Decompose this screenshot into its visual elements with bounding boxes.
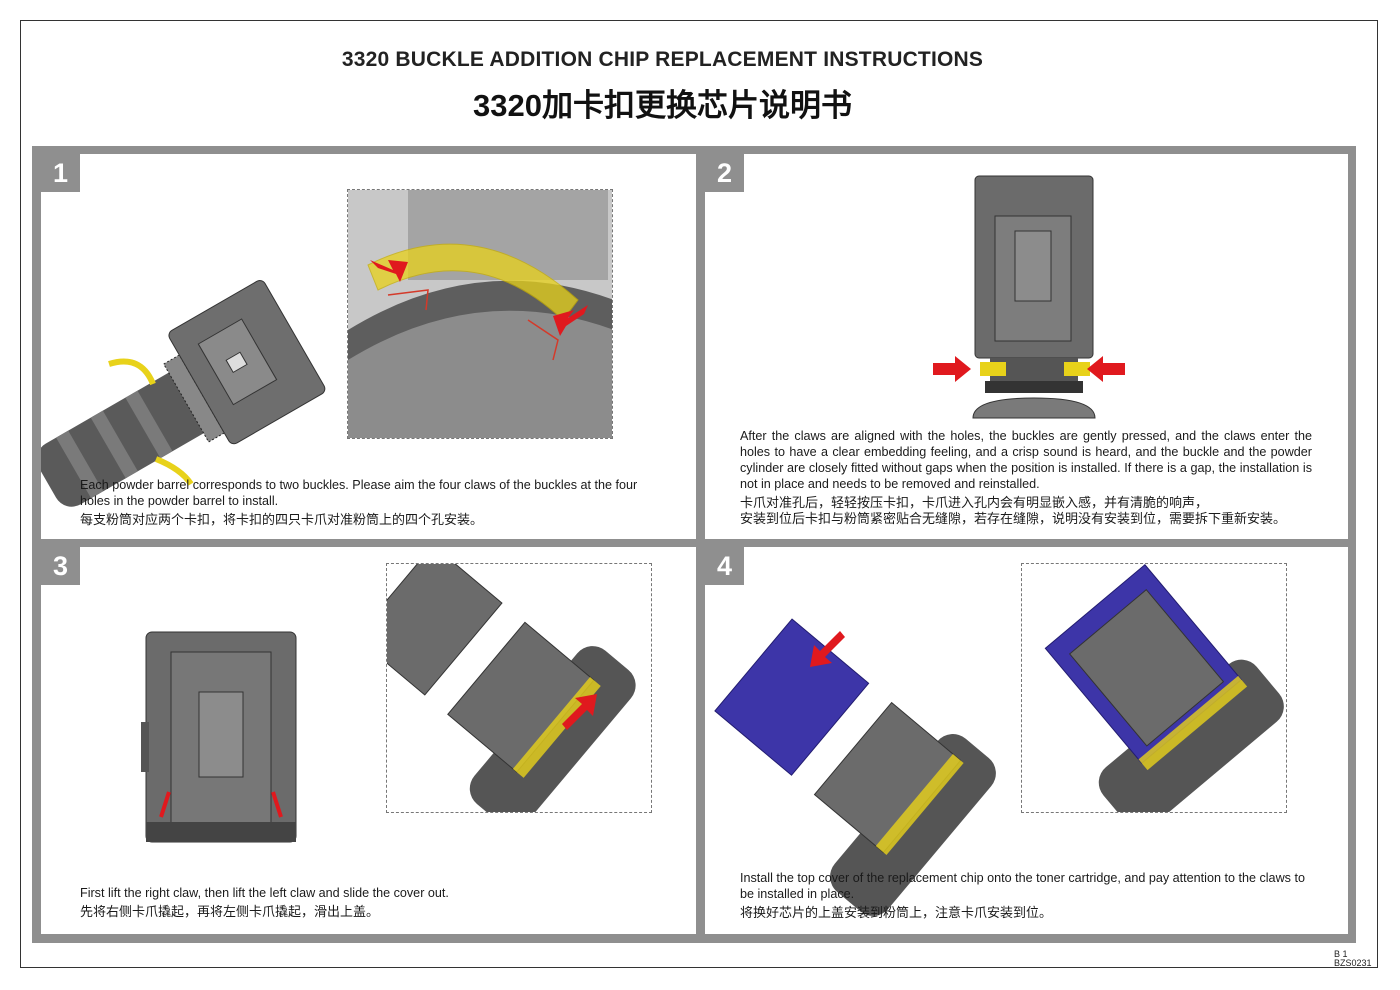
step-1-number: 1 <box>41 154 80 192</box>
step-4-number: 4 <box>705 547 744 585</box>
red-arrow-icon <box>810 631 845 667</box>
step-2-text-en: After the claws are aligned with the hol… <box>740 429 1312 491</box>
step-2-text-cn-1: 卡爪对准孔后，轻轻按压卡扣，卡爪进入孔内会有明显嵌入感，并有清脆的响声， <box>740 495 1209 510</box>
step-3-number: 3 <box>41 547 80 585</box>
step-1-cartridge-illustration <box>41 280 326 507</box>
red-arrow-icon <box>562 694 597 730</box>
step-2-text-cn-2: 安装到位后卡扣与粉筒紧密贴合无缝隙，若存在缝隙，说明没有安装到位，需要拆下重新安… <box>740 511 1287 526</box>
step-3-panel: 3 First lift the right claw, then lift t… <box>41 547 696 934</box>
page-frame <box>20 20 1378 968</box>
step-2-number: 2 <box>705 154 744 192</box>
step-3-text: First lift the right claw, then lift the… <box>80 885 655 920</box>
red-arrow-icon <box>933 356 1125 382</box>
step-1-panel: 1 Each powd <box>41 154 696 539</box>
step-3-text-cn: 先将右侧卡爪撬起，再将左侧卡爪撬起，滑出上盖。 <box>80 904 380 919</box>
step-2-text: After the claws are aligned with the hol… <box>740 428 1312 527</box>
step-3-detail-view <box>386 563 652 813</box>
document-code-line-1: B 1 <box>1334 949 1348 959</box>
step-4-panel: 4 Install the top cover of the replaceme… <box>705 547 1348 934</box>
step-2-panel: 2 After the claws are aligned with the h… <box>705 154 1348 539</box>
step-4-detail-view <box>1021 563 1287 813</box>
step-4-text-en: Install the top cover of the replacement… <box>740 871 1305 901</box>
step-4-text-cn: 将换好芯片的上盖安装到粉筒上，注意卡爪安装到位。 <box>740 905 1053 920</box>
yellow-buckle-icon <box>108 358 156 386</box>
step-1-detail-view <box>347 189 613 439</box>
step-1-text: Each powder barrel corresponds to two bu… <box>80 477 655 528</box>
step-2-cartridge-illustration <box>933 175 1125 419</box>
step-3-chip-cover-illustration <box>141 631 297 843</box>
step-1-text-cn: 每支粉筒对应两个卡扣，将卡扣的四只卡爪对准粉筒上的四个孔安装。 <box>80 512 484 527</box>
step-1-text-en: Each powder barrel corresponds to two bu… <box>80 478 638 508</box>
document-code-line-2: BZS0231 <box>1334 958 1372 968</box>
step-4-text: Install the top cover of the replacement… <box>740 870 1312 921</box>
step-3-text-en: First lift the right claw, then lift the… <box>80 886 449 900</box>
title-chinese: 3320加卡扣更换芯片说明书 <box>473 88 852 123</box>
title-english: 3320 BUCKLE ADDITION CHIP REPLACEMENT IN… <box>341 48 984 71</box>
red-arrow-icon <box>370 260 588 336</box>
document-code: B 1 BZS0231 <box>1334 950 1372 968</box>
step-4-assembly-illustration <box>714 618 996 916</box>
